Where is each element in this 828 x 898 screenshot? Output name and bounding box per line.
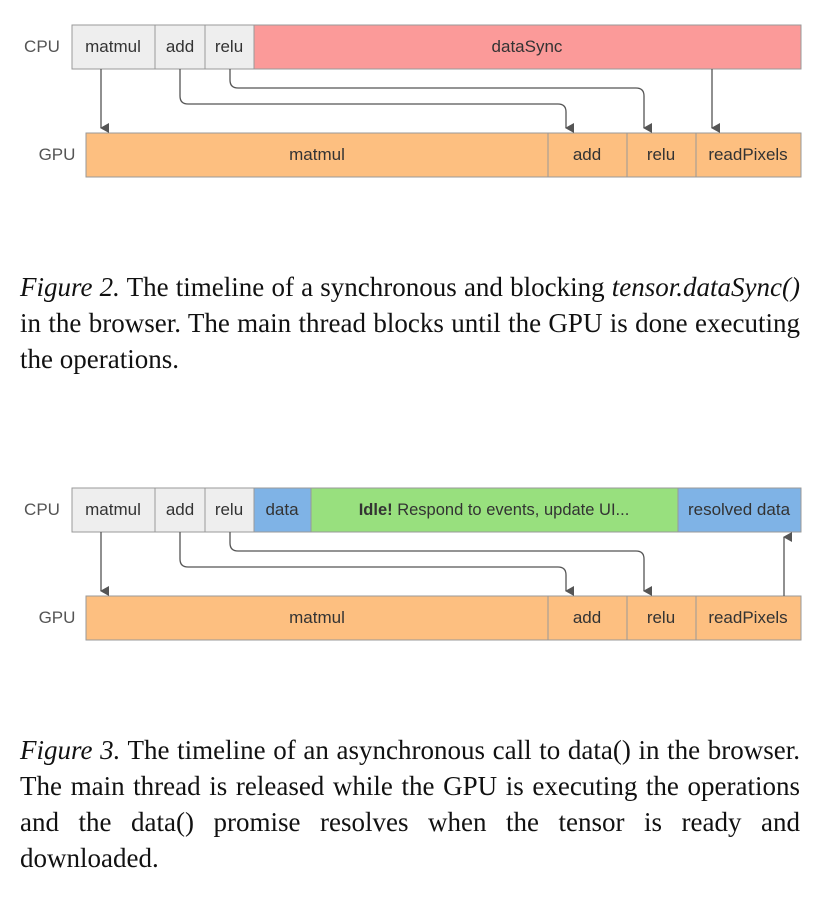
arrow-add (179, 532, 574, 596)
figure-2-label: Figure 2. (20, 272, 120, 302)
cpu-row-label: CPU (24, 500, 60, 519)
gpu-row: matmul add relu readPixels (85, 595, 802, 641)
gpu-label-relu: relu (647, 608, 675, 627)
arrow-add (179, 69, 574, 133)
gpu-row-label: GPU (39, 145, 76, 164)
cpu-block-datasync (253, 24, 802, 70)
cpu-label-relu: relu (215, 37, 243, 56)
figure-3-diagram: CPU GPU matmul add relu data Idle! Respo… (24, 487, 802, 641)
cpu-label-idle-bold: Idle! (359, 501, 393, 519)
cpu-label-data: data (265, 500, 299, 519)
cpu-label-add: add (166, 37, 194, 56)
cpu-label-relu: relu (215, 500, 243, 519)
cpu-block-matmul (71, 24, 156, 70)
cpu-label-matmul: matmul (85, 500, 141, 519)
cpu-row-label: CPU (24, 37, 60, 56)
cpu-block-idle (310, 487, 679, 533)
gpu-block-add (547, 132, 628, 178)
figure-2-caption-post: in the browser. The main thread blocks u… (20, 308, 800, 374)
gpu-label-add: add (573, 608, 601, 627)
gpu-block-matmul (85, 595, 549, 641)
cpu-row: matmul add relu dataSync (71, 24, 802, 70)
gpu-label-relu: relu (647, 145, 675, 164)
cpu-label-add: add (166, 500, 194, 519)
gpu-label-readpixels: readPixels (708, 145, 787, 164)
figure-3-caption: Figure 3. The timeline of an asynchronou… (20, 732, 800, 876)
figure-2-diagram: CPU GPU matmul add relu dataSync matmul … (24, 24, 802, 178)
gpu-row: matmul add relu readPixels (85, 132, 802, 178)
dispatch-arrows (100, 69, 720, 133)
cpu-label-datasync: dataSync (492, 37, 563, 56)
figure-2-caption-pre: The timeline of a synchronous and blocki… (126, 272, 605, 302)
cpu-block-relu (204, 24, 255, 70)
figure-3-label: Figure 3. (20, 735, 121, 765)
gpu-label-readpixels: readPixels (708, 608, 787, 627)
gpu-row-label: GPU (39, 608, 76, 627)
gpu-block-relu (626, 595, 697, 641)
cpu-label-idle-text: Respond to events, update UI... (397, 501, 629, 519)
gpu-block-relu (626, 132, 697, 178)
gpu-block-add (547, 595, 628, 641)
gpu-label-matmul: matmul (289, 608, 345, 627)
cpu-label-resolved-data: resolved data (688, 500, 791, 519)
cpu-block-resolved-data (677, 487, 802, 533)
gpu-label-add: add (573, 145, 601, 164)
dispatch-arrows (100, 532, 792, 596)
cpu-label-idle: Idle! Respond to events, update UI... (359, 501, 630, 519)
arrow-relu (229, 532, 652, 596)
cpu-block-data (253, 487, 312, 533)
figure-3-caption-text: The timeline of an asynchronous call to … (20, 735, 801, 873)
cpu-label-matmul: matmul (85, 37, 141, 56)
figure-2-caption: Figure 2. The timeline of a synchronous … (20, 269, 800, 377)
gpu-block-readpixels (695, 595, 802, 641)
cpu-block-relu (204, 487, 255, 533)
gpu-label-matmul: matmul (289, 145, 345, 164)
cpu-block-matmul (71, 487, 156, 533)
gpu-block-readpixels (695, 132, 802, 178)
gpu-block-matmul (85, 132, 549, 178)
cpu-row: matmul add relu data Idle! Respond to ev… (71, 487, 802, 533)
arrow-relu (229, 69, 652, 133)
figure-2-caption-code: tensor.dataSync() (611, 272, 801, 302)
cpu-block-add (154, 24, 206, 70)
